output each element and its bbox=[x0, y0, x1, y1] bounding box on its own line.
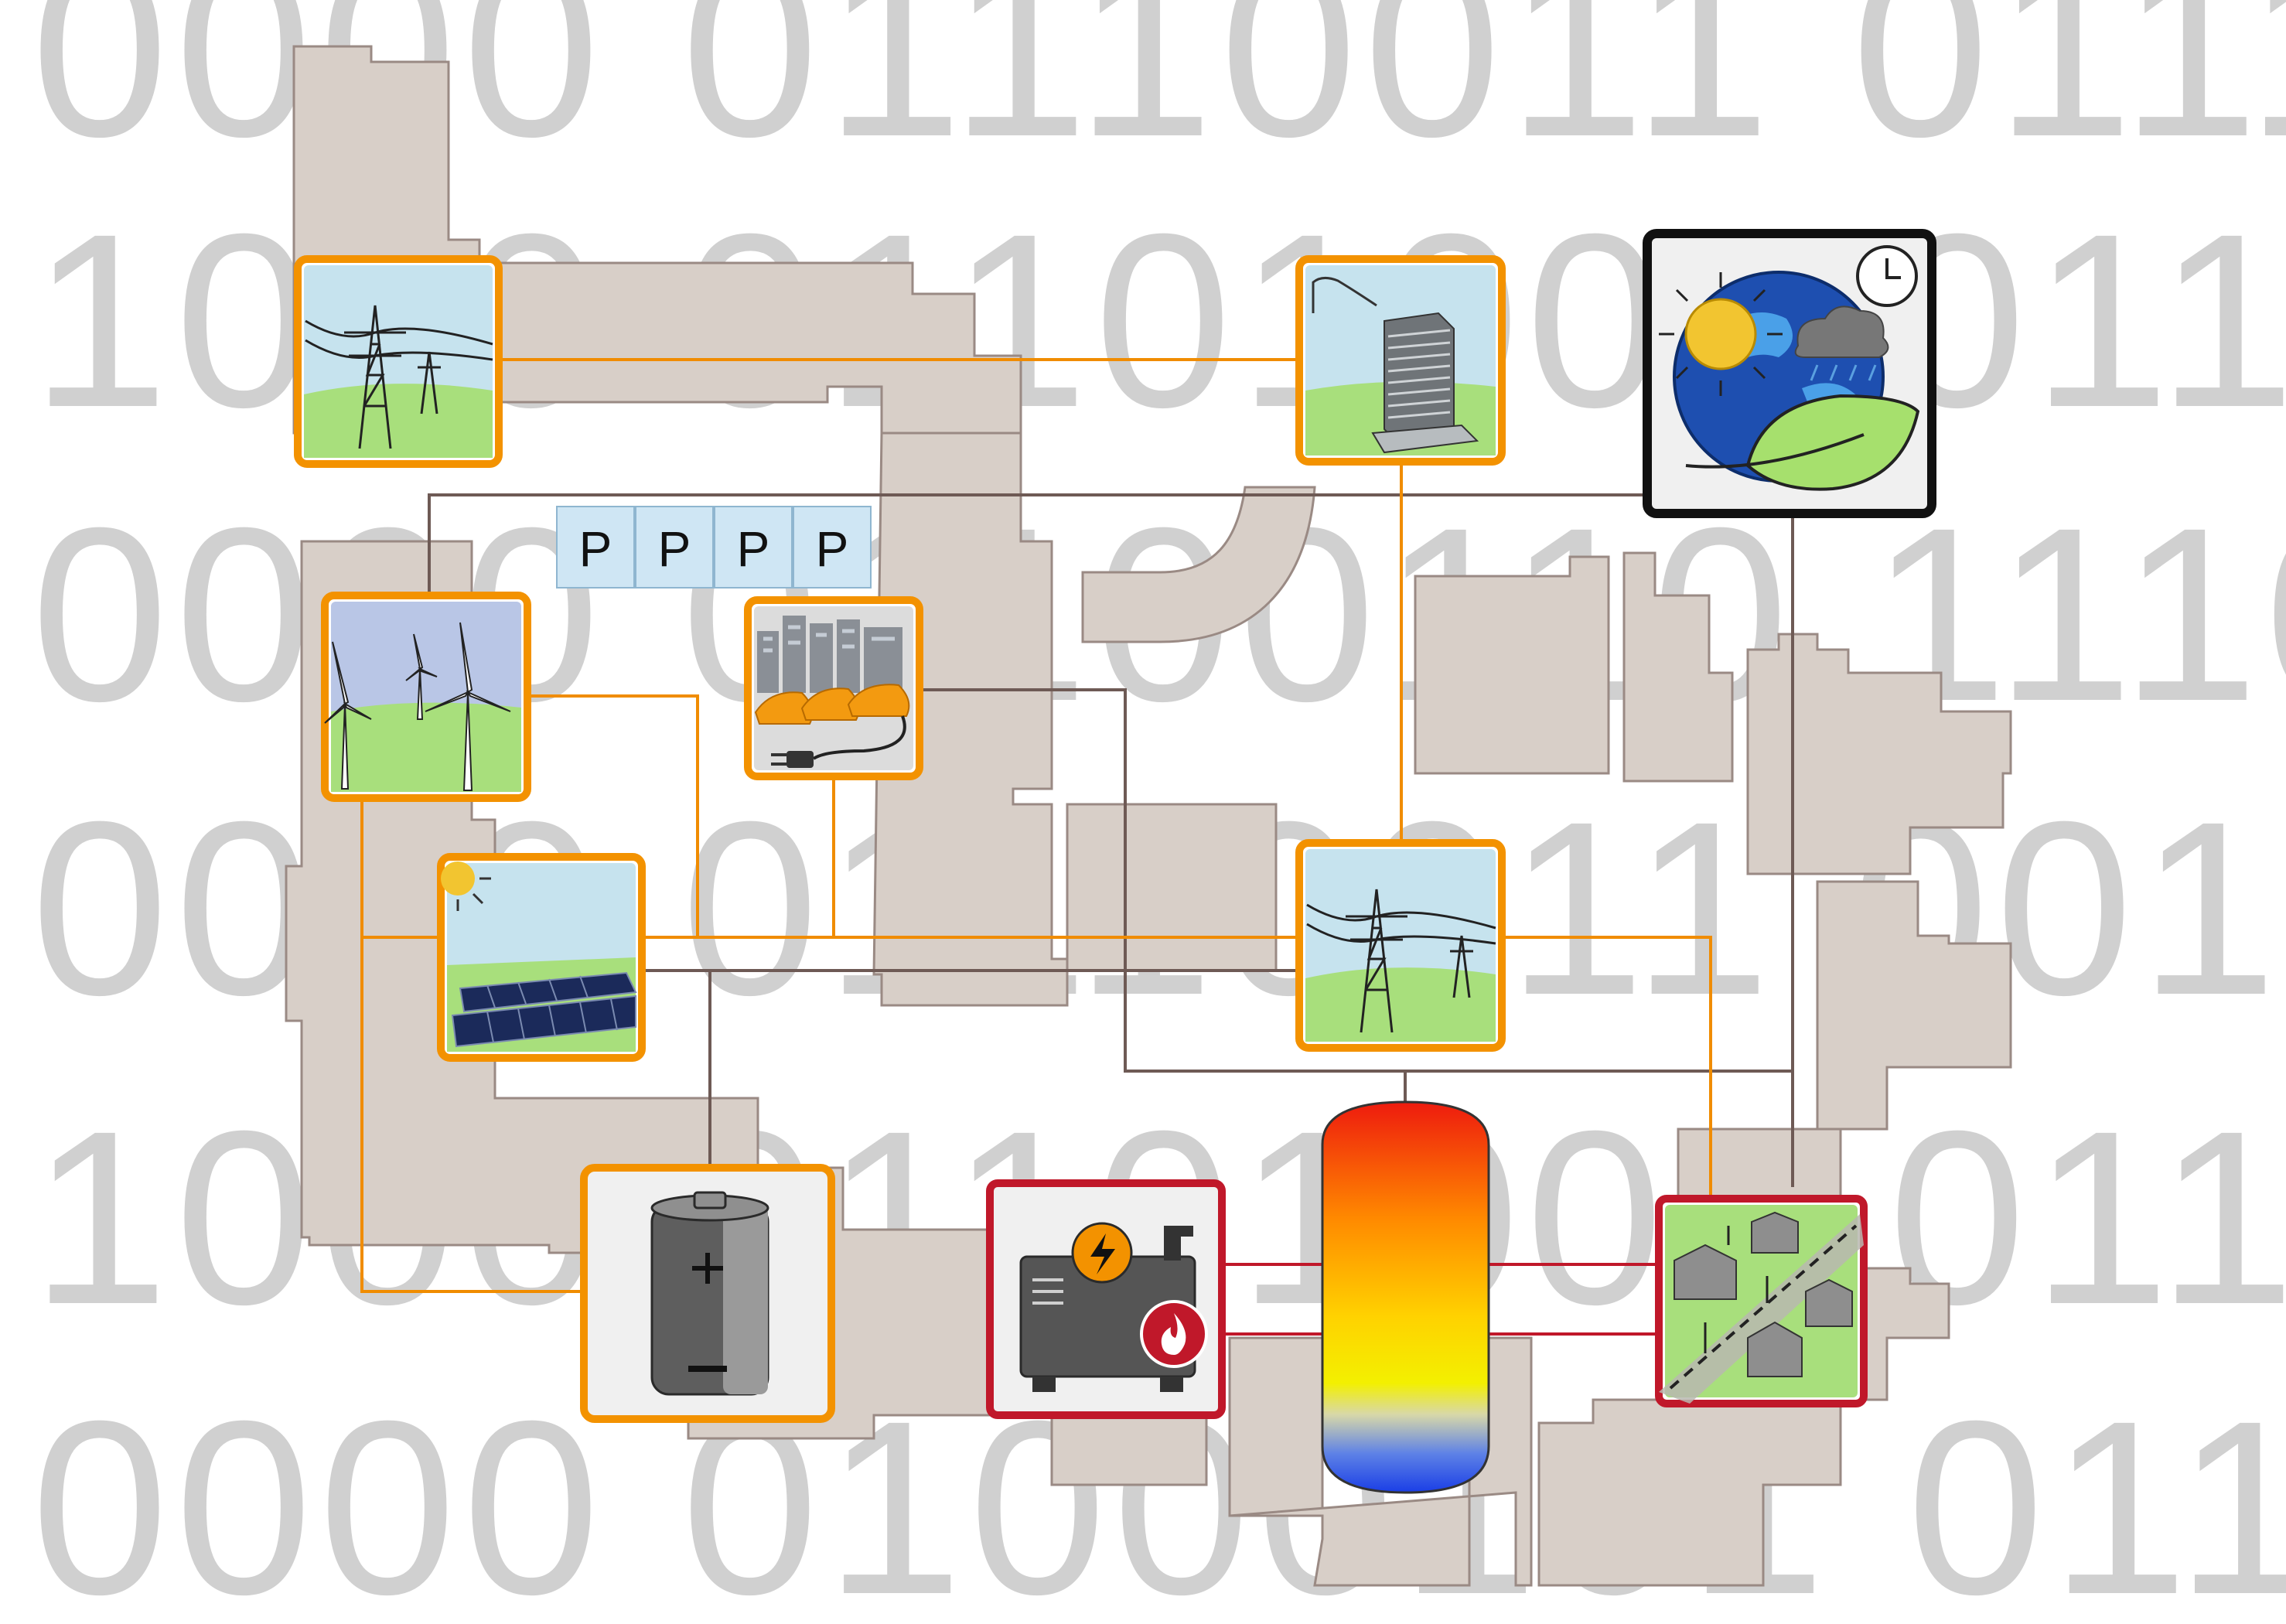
parking-spot-4 bbox=[793, 506, 872, 589]
parking-label-3: P bbox=[737, 521, 770, 577]
tile-battery[interactable] bbox=[580, 1164, 835, 1423]
transformer-icon bbox=[1371, 312, 1479, 454]
building-central-wing bbox=[872, 432, 1069, 1007]
parking-label-4: P bbox=[816, 521, 849, 577]
tile-photovoltaics[interactable] bbox=[437, 853, 646, 1062]
load-curve-icon bbox=[1312, 277, 1377, 313]
parking-label-2: P bbox=[658, 521, 691, 577]
tile-grid-local[interactable] bbox=[1295, 839, 1506, 1052]
settlement-icon bbox=[1659, 1211, 1864, 1404]
wind-turbines-icon bbox=[324, 622, 511, 791]
tile-ev-charging[interactable] bbox=[744, 596, 923, 780]
transmission-tower-icon bbox=[305, 305, 493, 449]
tile-transformer[interactable] bbox=[1295, 255, 1506, 466]
data-line-weather-to-wind bbox=[428, 493, 1647, 595]
battery-icon bbox=[650, 1191, 769, 1396]
parking-area: P P P P bbox=[556, 506, 872, 589]
building-east-residential-b bbox=[1622, 551, 1734, 783]
tile-weather-forecast[interactable] bbox=[1643, 229, 1936, 518]
solar-panels-icon bbox=[441, 861, 637, 1048]
chp-generator-icon bbox=[1019, 1222, 1208, 1392]
electric-line-wind-down bbox=[360, 797, 584, 1293]
building-east-residential-d bbox=[1816, 880, 2012, 1131]
electric-lines bbox=[360, 358, 1712, 1293]
parking-spot-3 bbox=[714, 506, 793, 589]
heat-storage-tank-icon bbox=[1321, 1100, 1490, 1494]
weather-forecast-icon bbox=[1659, 245, 1920, 491]
building-south-east bbox=[1228, 1336, 1324, 1517]
parking-label-1: P bbox=[579, 521, 612, 577]
ev-charging-icon bbox=[754, 616, 910, 768]
building-east-residential-a bbox=[1414, 555, 1610, 775]
flame-icon bbox=[1140, 1300, 1208, 1368]
electric-line-wind-right bbox=[527, 694, 699, 937]
tile-wind-park[interactable] bbox=[321, 592, 531, 802]
data-lines bbox=[428, 493, 1794, 1187]
building-central-east bbox=[1066, 803, 1278, 972]
tile-chp-generator[interactable] bbox=[986, 1179, 1226, 1419]
building-curved-wing bbox=[1081, 486, 1316, 643]
parking-spot-1 bbox=[556, 506, 635, 589]
electric-line-grid-to-district bbox=[1504, 936, 1712, 1199]
transmission-tower-icon bbox=[1306, 889, 1496, 1033]
parking-spot-2 bbox=[635, 506, 714, 589]
tile-district-consumers[interactable] bbox=[1655, 1195, 1868, 1407]
building-east-residential-c bbox=[1746, 633, 2012, 875]
data-line-ev-to-loop bbox=[913, 688, 1793, 1073]
tile-grid-high-voltage[interactable] bbox=[294, 255, 503, 468]
